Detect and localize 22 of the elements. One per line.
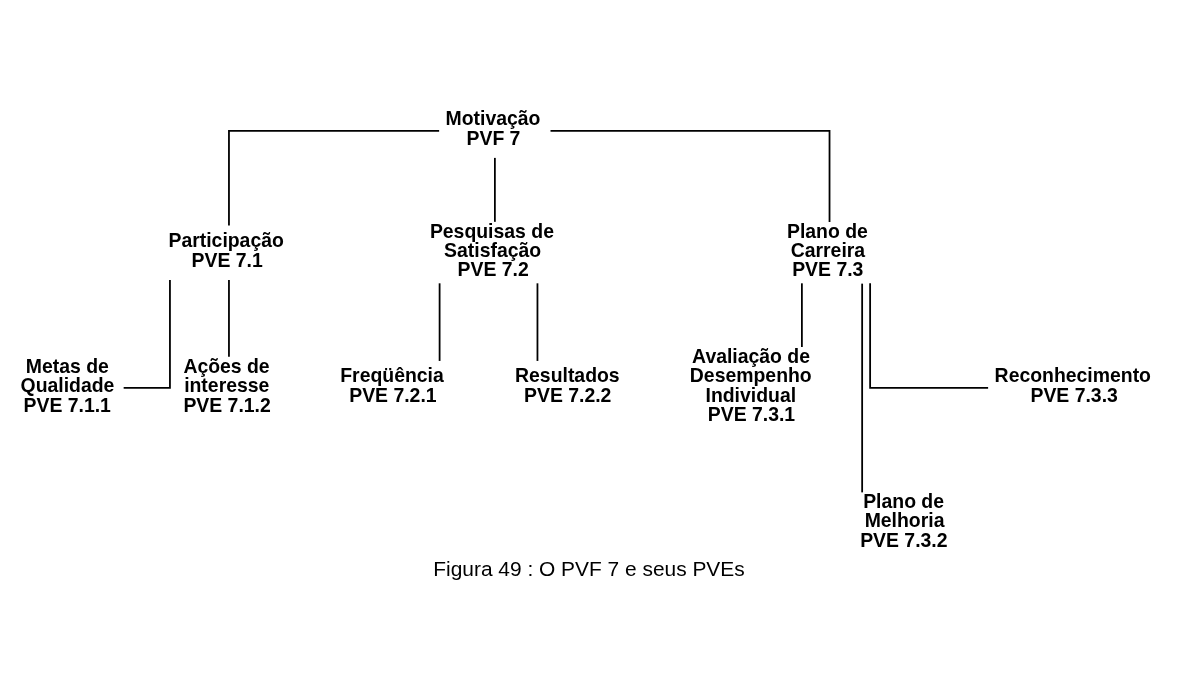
- node-text: Plano de Carreira PVE 7.3: [786, 219, 868, 280]
- connector: [494, 156, 496, 223]
- node-text: Pesquisas de Satisfação PVE 7.2: [429, 219, 554, 280]
- connector: [861, 282, 864, 493]
- caption: Figura 49 : O PVF 7 e seus PVEs: [433, 556, 745, 580]
- connector: [801, 281, 803, 348]
- node-text: Ações de interesse PVE 7.1.2: [183, 354, 271, 416]
- node-text: Motivação PVF 7: [445, 106, 541, 149]
- connector: [438, 281, 441, 362]
- node-text: Avaliação de Desempenho Individual PVE 7.3.1: [689, 344, 812, 425]
- node-text: Resultados PVE 7.2.2: [515, 363, 620, 406]
- node-text: Reconhecimento PVE 7.3.3: [994, 363, 1151, 406]
- connector: [549, 129, 831, 223]
- node-text: Freqüência PVE 7.2.1: [340, 363, 444, 406]
- connector: [536, 281, 539, 362]
- connector: [869, 281, 989, 389]
- node-text: Participação PVE 7.1: [168, 228, 284, 271]
- node-text: Metas de Qualidade PVE 7.1.1: [20, 354, 115, 416]
- connector: [228, 129, 441, 226]
- connector: [122, 278, 171, 389]
- connector: [228, 278, 230, 358]
- node-text: Plano de Melhoria PVE 7.3.2: [860, 489, 948, 551]
